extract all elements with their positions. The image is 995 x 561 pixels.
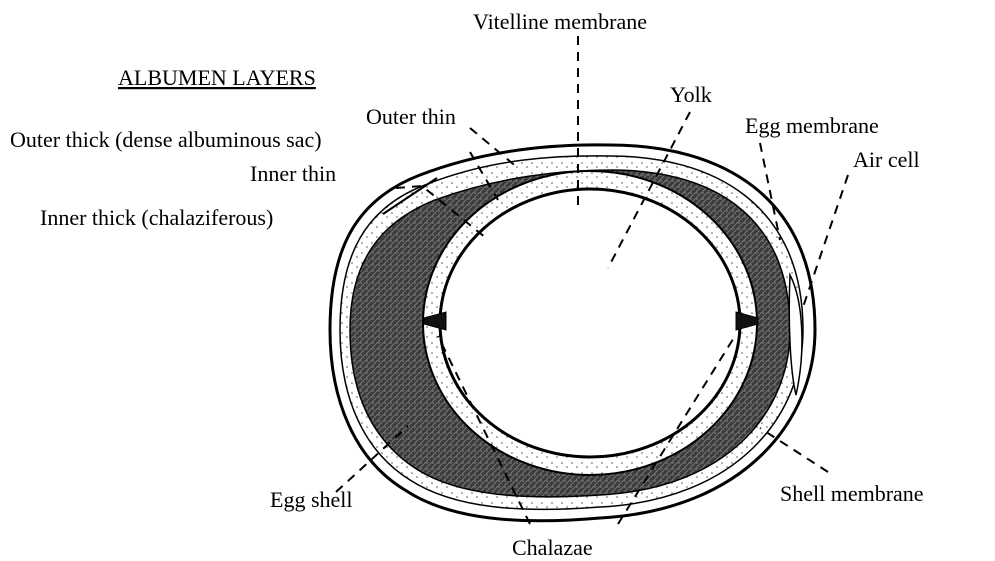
leader-shell-membrane bbox=[760, 428, 828, 472]
label-yolk: Yolk bbox=[670, 82, 712, 107]
label-egg-membrane: Egg membrane bbox=[745, 113, 879, 138]
heading-albumen-layers: ALBUMEN LAYERS bbox=[118, 65, 316, 90]
label-vitelline-membrane: Vitelline membrane bbox=[473, 9, 647, 34]
label-shell-membrane: Shell membrane bbox=[780, 481, 924, 506]
label-inner-thin: Inner thin bbox=[250, 161, 336, 186]
label-inner-thick: Inner thick (chalaziferous) bbox=[40, 205, 273, 230]
yolk-shape bbox=[440, 189, 740, 457]
label-air-cell: Air cell bbox=[853, 147, 920, 172]
label-chalazae: Chalazae bbox=[512, 535, 593, 560]
label-egg-shell: Egg shell bbox=[270, 487, 353, 512]
label-outer-thick: Outer thick (dense albuminous sac) bbox=[10, 127, 322, 152]
label-outer-thin: Outer thin bbox=[366, 104, 456, 129]
